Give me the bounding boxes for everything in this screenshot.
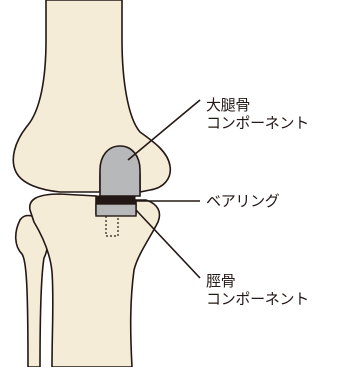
femoral-component: [100, 146, 140, 196]
bearing-label: ベアリング: [206, 192, 280, 210]
tibia-bone: [30, 194, 160, 367]
tibial-component-label-line2: コンポーネント: [206, 290, 309, 308]
bearing-insert: [97, 196, 135, 204]
tibial-component-label-line1: 脛骨: [206, 272, 309, 290]
tibial-component: [96, 204, 136, 216]
femur-bone: [13, 0, 170, 192]
femoral-component-label: 大腿骨 コンポーネント: [206, 96, 309, 132]
tibial-component-label: 脛骨 コンポーネント: [206, 272, 309, 308]
femoral-component-label-line2: コンポーネント: [206, 114, 309, 132]
femoral-component-label-line1: 大腿骨: [206, 96, 309, 114]
